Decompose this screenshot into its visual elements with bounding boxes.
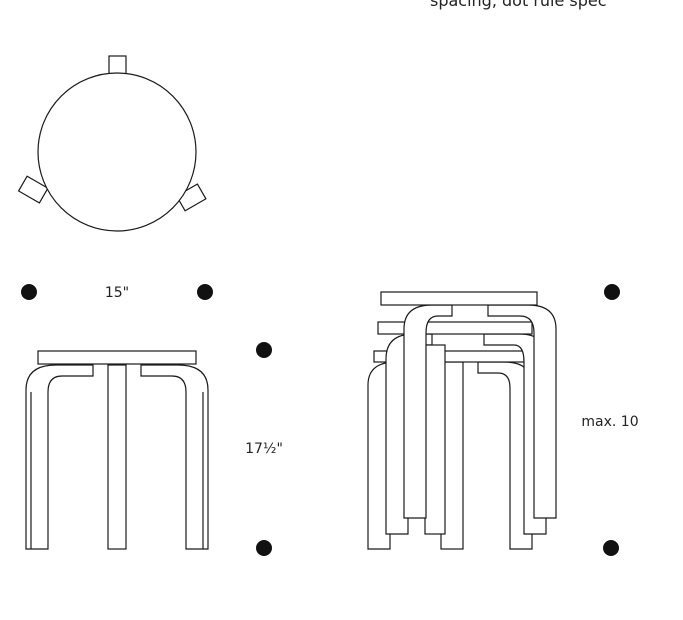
height-dot-top — [256, 342, 272, 358]
stacked-stool-1 — [380, 291, 557, 519]
side-view-seat — [37, 350, 197, 365]
height-dot-bottom — [256, 540, 272, 556]
width-dot-right — [197, 284, 213, 300]
top-view — [17, 55, 207, 232]
diameter-label: 15" — [105, 285, 129, 301]
stack-dot-top — [604, 284, 620, 300]
side-view-leg-right — [140, 364, 209, 550]
width-dot-left — [21, 284, 37, 300]
top-view-seat — [37, 72, 197, 232]
top-view-leg-left — [17, 175, 49, 204]
stack-label: max. 10 — [581, 414, 638, 430]
height-label: 17½" — [245, 441, 283, 457]
top-view-leg-right — [175, 183, 207, 212]
side-view-leg-middle — [107, 364, 127, 550]
stack-view — [367, 291, 557, 550]
side-view — [25, 350, 209, 550]
stack-dot-bottom — [603, 540, 619, 556]
top-cutoff-text: spacing, dot rule spec — [430, 0, 607, 10]
side-view-leg-left — [25, 364, 94, 550]
